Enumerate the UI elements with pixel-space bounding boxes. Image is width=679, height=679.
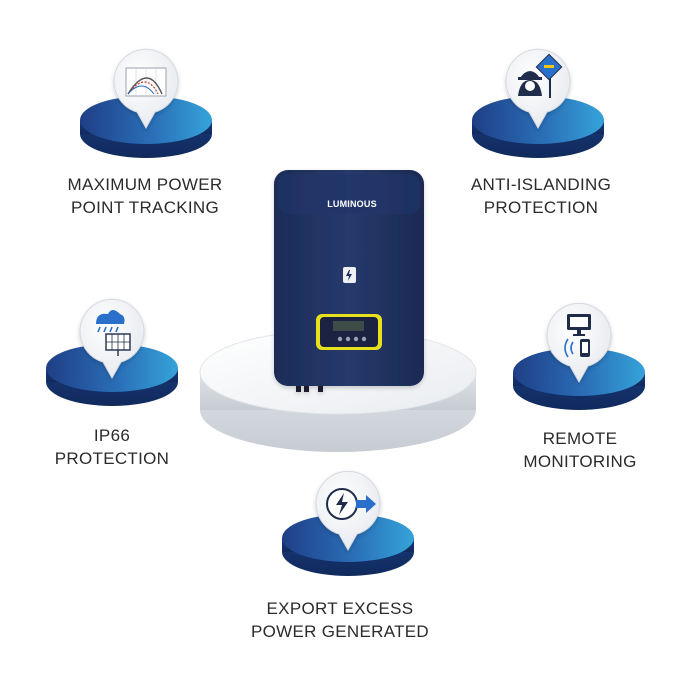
- feature-ip66: [46, 298, 178, 406]
- worker-warning-sign-icon: [518, 53, 563, 98]
- feature-label-export: EXPORT EXCESS POWER GENERATED: [230, 597, 450, 643]
- feature-label-line: POINT TRACKING: [70, 198, 220, 217]
- feature-export: [282, 470, 414, 576]
- feature-label-remote: REMOTE MONITORING: [480, 427, 679, 473]
- feature-label-line: REMOTE: [542, 429, 618, 448]
- power-curve-chart-icon: [125, 67, 167, 97]
- feature-label-line: IP66: [93, 426, 131, 445]
- inverter-display-panel: [316, 314, 382, 350]
- feature-label-line: EXPORT EXCESS: [266, 599, 414, 618]
- feature-mppt: [80, 48, 212, 158]
- feature-label-line: MONITORING: [523, 452, 637, 471]
- feature-label-line: POWER GENERATED: [251, 622, 429, 641]
- feature-label-mppt: MAXIMUM POWER POINT TRACKING: [40, 173, 250, 219]
- feature-label-line: ANTI-ISLANDING: [470, 175, 612, 194]
- feature-anti-islanding: [472, 48, 604, 158]
- feature-label-line: PROTECTION: [54, 449, 170, 468]
- lightning-export-arrow-icon: [326, 488, 376, 520]
- feature-label-ip66: IP66 PROTECTION: [12, 424, 212, 470]
- feature-label-anti-islanding: ANTI-ISLANDING PROTECTION: [436, 173, 646, 219]
- brand-logo-text: LUMINOUS: [327, 199, 377, 209]
- feature-label-line: PROTECTION: [483, 198, 599, 217]
- inverter-device: [274, 170, 424, 392]
- feature-remote: [513, 302, 645, 410]
- monitor-phone-wireless-icon: [564, 314, 591, 358]
- feature-label-line: MAXIMUM POWER: [67, 175, 223, 194]
- solar-panel-rain-icon: [96, 310, 131, 356]
